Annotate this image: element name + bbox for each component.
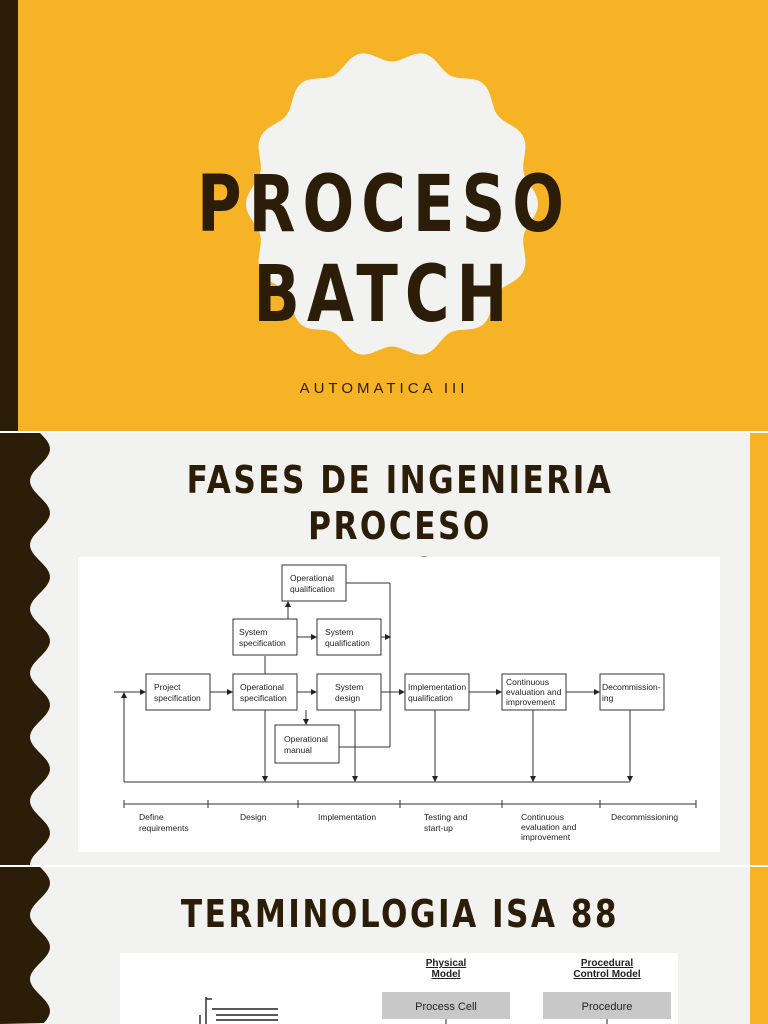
process-cell-box: [382, 992, 510, 1019]
presentation-title: PROCESO BATCH: [196, 160, 572, 340]
hierarchy-bracket-graphic: [199, 997, 278, 1024]
phase-design: Design: [240, 812, 267, 822]
right-accent-bar: [750, 433, 768, 865]
engineering-phases-slide: FASES DE INGENIERIA PROCESO BATCH: [0, 433, 768, 865]
box-system-design: [316, 673, 382, 711]
box-operational-manual: [274, 724, 340, 764]
box-decommissioning: [599, 673, 665, 711]
label-decommissioning: Decommission-ing: [602, 682, 661, 703]
slide-separator: [0, 865, 768, 867]
left-accent-bar: [0, 0, 18, 432]
slide-separator: [0, 431, 768, 433]
title-slide: PROCESO BATCH AUTOMATICA III: [0, 0, 768, 432]
slide-title: TERMINOLOGIA ISA 88: [180, 892, 620, 936]
box-operational-specification: [232, 673, 298, 711]
box-project-specification: [145, 673, 211, 711]
presentation-subtitle: AUTOMATICA III: [299, 380, 469, 397]
scalloped-badge: [246, 53, 538, 355]
phase-implementation: Implementation: [318, 812, 376, 822]
left-wave-border: [0, 867, 50, 1024]
procedure-label: Procedure: [582, 1001, 633, 1013]
box-system-specification: [232, 618, 298, 656]
procedure-box: [543, 992, 671, 1019]
box-system-qualification: [316, 618, 382, 656]
process-cell-label: Process Cell: [415, 1001, 477, 1013]
box-operational-qualification: [281, 564, 347, 602]
slide-title-line-1: FASES DE INGENIERIA PROCESO: [186, 458, 614, 548]
left-wave-border: [0, 433, 50, 865]
right-accent-bar: [750, 867, 768, 1024]
phase-decommissioning: Decommissioning: [611, 812, 678, 822]
box-implementation-qualification: [404, 673, 470, 711]
